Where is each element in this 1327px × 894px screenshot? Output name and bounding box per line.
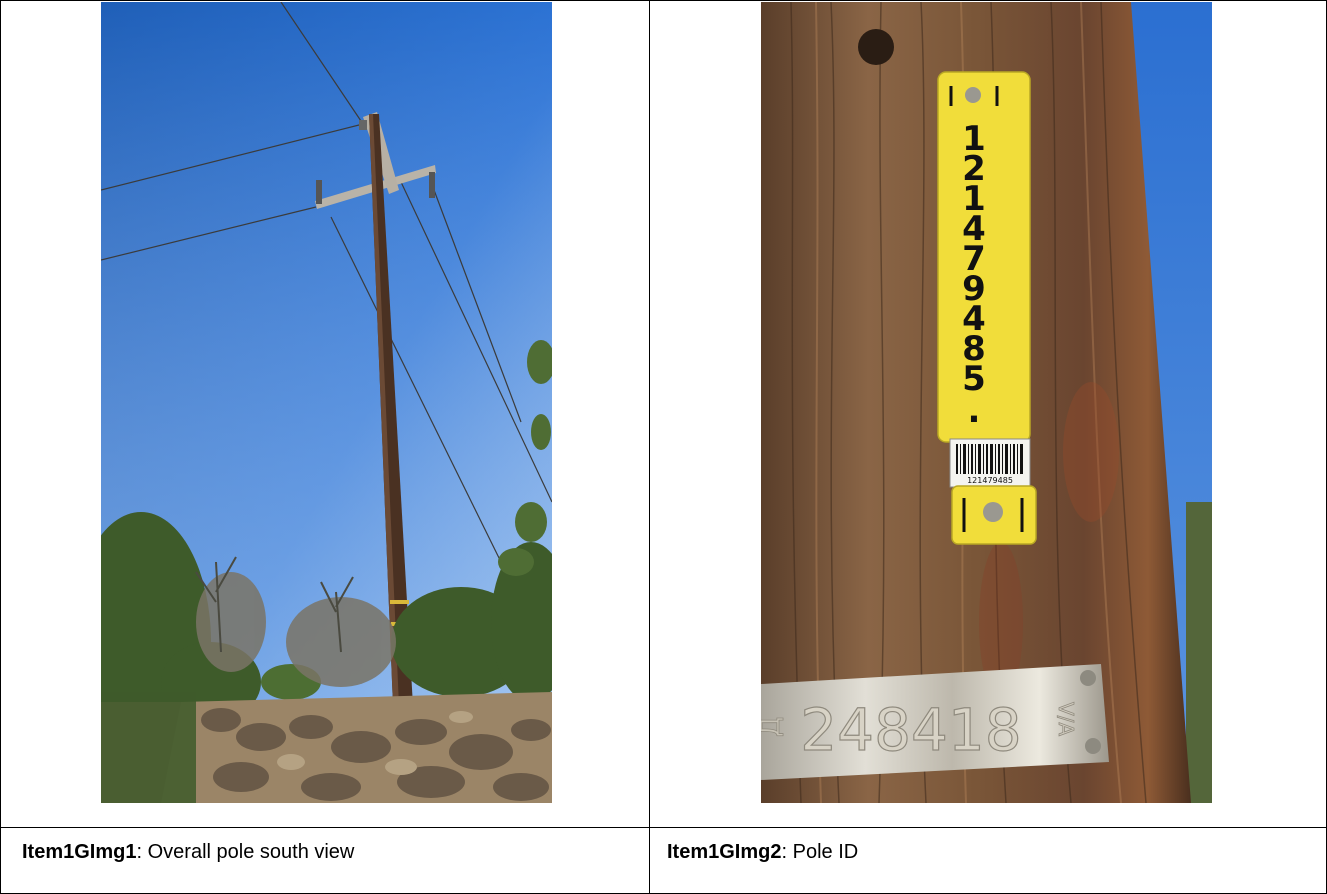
pole-tag-digit-1: 1 [962, 119, 986, 159]
pole-overall-image [101, 2, 552, 803]
barcode-bars [956, 444, 1023, 474]
caption-item1gimg2: Item1GImg2: Pole ID [667, 840, 858, 864]
metal-band-prefix: Д [761, 717, 786, 737]
pole-tag-digit-6: 9 [962, 269, 986, 309]
pole-tag-digit-3: 1 [962, 179, 986, 219]
table-border-middle [649, 0, 650, 894]
caption-text-1: Overall pole south view [147, 841, 355, 863]
pole-tag-digit-7: 4 [962, 299, 986, 339]
caption-item1gimg1: Item1GImg1: Overall pole south view [22, 840, 354, 864]
pole-tag-digit-9: 5 [962, 359, 986, 399]
caption-sep-1: : [136, 841, 148, 863]
caption-sep-2: : [781, 841, 793, 863]
pole-tag-digit-8: 8 [962, 329, 986, 369]
pole-id-image: 1 2 1 4 7 9 4 8 5 . [761, 2, 1212, 803]
table-border-row [0, 827, 1327, 828]
photo-pole-id: 1 2 1 4 7 9 4 8 5 . [761, 2, 1212, 803]
pole-tag-digit-5: 7 [962, 239, 986, 279]
caption-ref-1: Item1GImg1 [22, 841, 137, 863]
metal-band-number: 248418 [800, 696, 1021, 764]
metal-band-suffix: V/A [1054, 702, 1078, 736]
table-border-left [0, 0, 1, 894]
pole-tag-digit-10: . [968, 391, 981, 431]
caption-ref-2: Item1GImg2 [667, 841, 782, 863]
table-border-top [0, 0, 1327, 1]
metal-band [761, 664, 1109, 780]
caption-text-2: Pole ID [792, 841, 859, 863]
photo-pole-overall [101, 2, 552, 803]
pole-tag-digit-4: 4 [962, 209, 986, 249]
barcode-number: 121479485 [967, 476, 1013, 485]
pole-tag-digit-2: 2 [962, 149, 986, 189]
